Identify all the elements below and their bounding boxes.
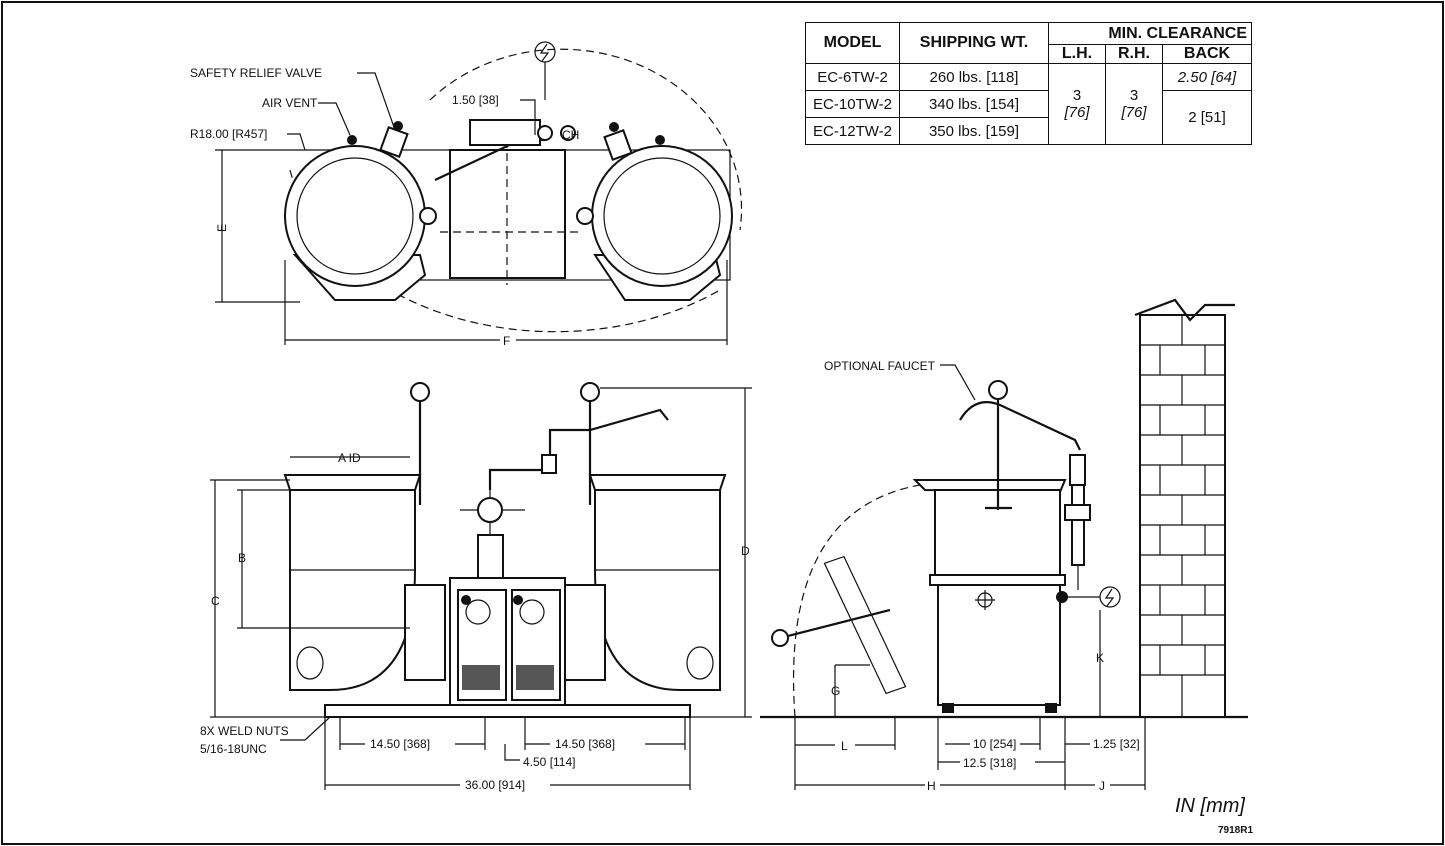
lh-header: L.H. <box>1048 44 1106 64</box>
dim-1-25-label: 1.25 [32] <box>1093 737 1140 751</box>
ch-label: CH <box>562 128 579 142</box>
brick-wall <box>1134 298 1235 718</box>
model-cell: EC-12TW-2 <box>805 117 900 145</box>
table-row: EC-6TW-2 260 lbs. [118] 3[76] 3[76] 2.50… <box>805 63 1252 145</box>
optional-faucet-label: OPTIONAL FAUCET <box>824 359 936 373</box>
weight-cell: 260 lbs. [118] <box>899 63 1049 91</box>
dim-14-50-right-label: 14.50 [368] <box>555 737 615 751</box>
dim-g-label: G <box>831 684 840 698</box>
dim-k-label: K <box>1096 651 1104 665</box>
back-first-cell: 2.50 [64] <box>1162 63 1252 91</box>
rh-mm: [76] <box>1121 104 1147 121</box>
lh-mm: [76] <box>1064 104 1090 121</box>
table-row: EC-10TW-2 340 lbs. [154] 2 [51] <box>805 90 1252 145</box>
dim-14-50-left-label: 14.50 [368] <box>370 737 430 751</box>
weld-nuts-thread-label: 5/16-18UNC <box>200 742 267 756</box>
front-view: A ID B C D 8X WELD NUTS 5/16-18UNC 14.50… <box>200 382 752 792</box>
rh-cell: 3[76] <box>1105 63 1163 145</box>
table-row: EC-12TW-2 350 lbs. [159] <box>805 117 1252 145</box>
air-vent-label: AIR VENT <box>262 96 318 110</box>
dim-4-50-label: 4.50 [114] <box>523 755 576 769</box>
dim-b-label: B <box>238 551 246 565</box>
dim-10-label: 10 [254] <box>973 737 1016 751</box>
clearance-header: MIN. CLEARANCE <box>1048 22 1252 45</box>
weld-nuts-label: 8X WELD NUTS <box>200 724 289 738</box>
units-label: IN [mm] <box>1175 795 1245 817</box>
lh-value: 3 <box>1072 87 1082 104</box>
rh-value: 3 <box>1129 87 1139 104</box>
lh-cell: 3[76] <box>1048 63 1106 145</box>
dim-l-label: L <box>841 739 848 753</box>
drawing-number: 7918R1 <box>1218 825 1253 836</box>
spec-table: MODEL SHIPPING WT. MIN. CLEARANCE L.H. R… <box>805 22 1252 145</box>
back-rest-cell: 2 [51] <box>1162 90 1252 145</box>
top-view: SAFETY RELIEF VALVE AIR VENT R18.00 [R45… <box>190 41 743 348</box>
dim-a-label: A ID <box>338 451 361 465</box>
shipping-header: SHIPPING WT. <box>899 22 1049 64</box>
dim-12-5-label: 12.5 [318] <box>963 756 1016 770</box>
dim-h-label: H <box>927 779 936 793</box>
rh-header: R.H. <box>1105 44 1163 64</box>
model-cell: EC-10TW-2 <box>805 90 900 118</box>
dim-j-label: J <box>1099 779 1105 793</box>
dim-e-label: E <box>215 224 229 232</box>
model-cell: EC-6TW-2 <box>805 63 900 91</box>
side-view: OPTIONAL FAUCET G K L H J 10 [254] 12.5 … <box>760 298 1248 793</box>
dim-36-label: 36.00 [914] <box>465 778 525 792</box>
weight-cell: 350 lbs. [159] <box>899 117 1049 145</box>
back-header: BACK <box>1162 44 1252 64</box>
safety-relief-valve-label: SAFETY RELIEF VALVE <box>190 66 322 80</box>
dim-d-label: D <box>741 544 750 558</box>
weight-cell: 340 lbs. [154] <box>899 90 1049 118</box>
model-header: MODEL <box>805 22 900 64</box>
offset-label: 1.50 [38] <box>452 93 499 107</box>
radius-label: R18.00 [R457] <box>190 127 267 141</box>
dim-f-label: F <box>503 334 510 348</box>
dim-c-label: C <box>211 594 220 608</box>
